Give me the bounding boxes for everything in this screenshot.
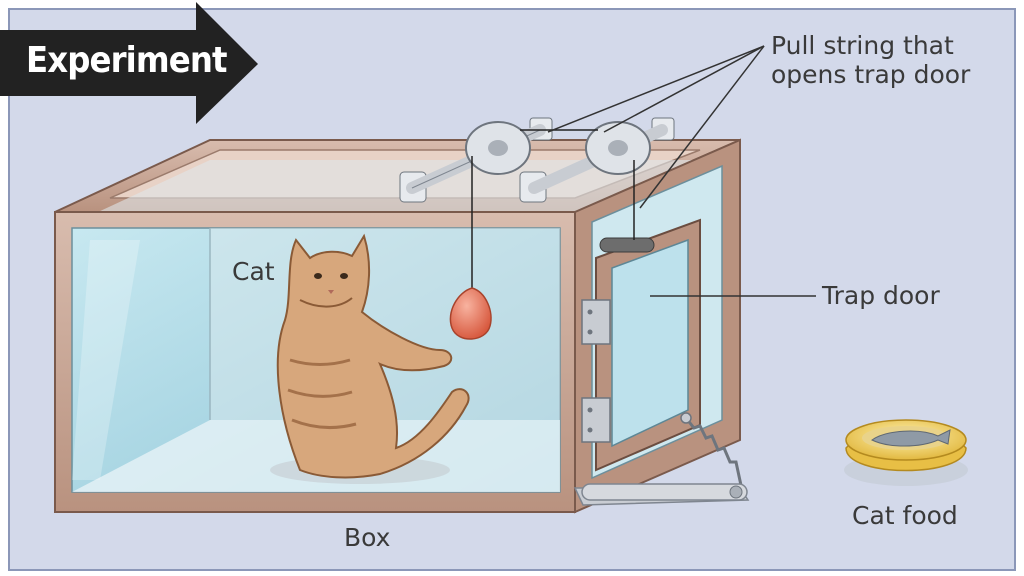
cat-food-bowl	[844, 419, 968, 486]
cat-food-label: Cat food	[852, 501, 958, 530]
box-label: Box	[344, 523, 391, 552]
pull-string-label: Pull string that opens trap door	[771, 31, 971, 89]
cat	[270, 233, 470, 484]
trap-door	[581, 218, 748, 501]
cat-label: Cat	[232, 257, 275, 286]
experiment-banner	[0, 2, 258, 124]
trap-door-label: Trap door	[822, 281, 940, 310]
banner-title: Experiment	[26, 40, 227, 81]
leader-lines	[547, 45, 816, 297]
pulley-mechanism	[399, 117, 675, 340]
